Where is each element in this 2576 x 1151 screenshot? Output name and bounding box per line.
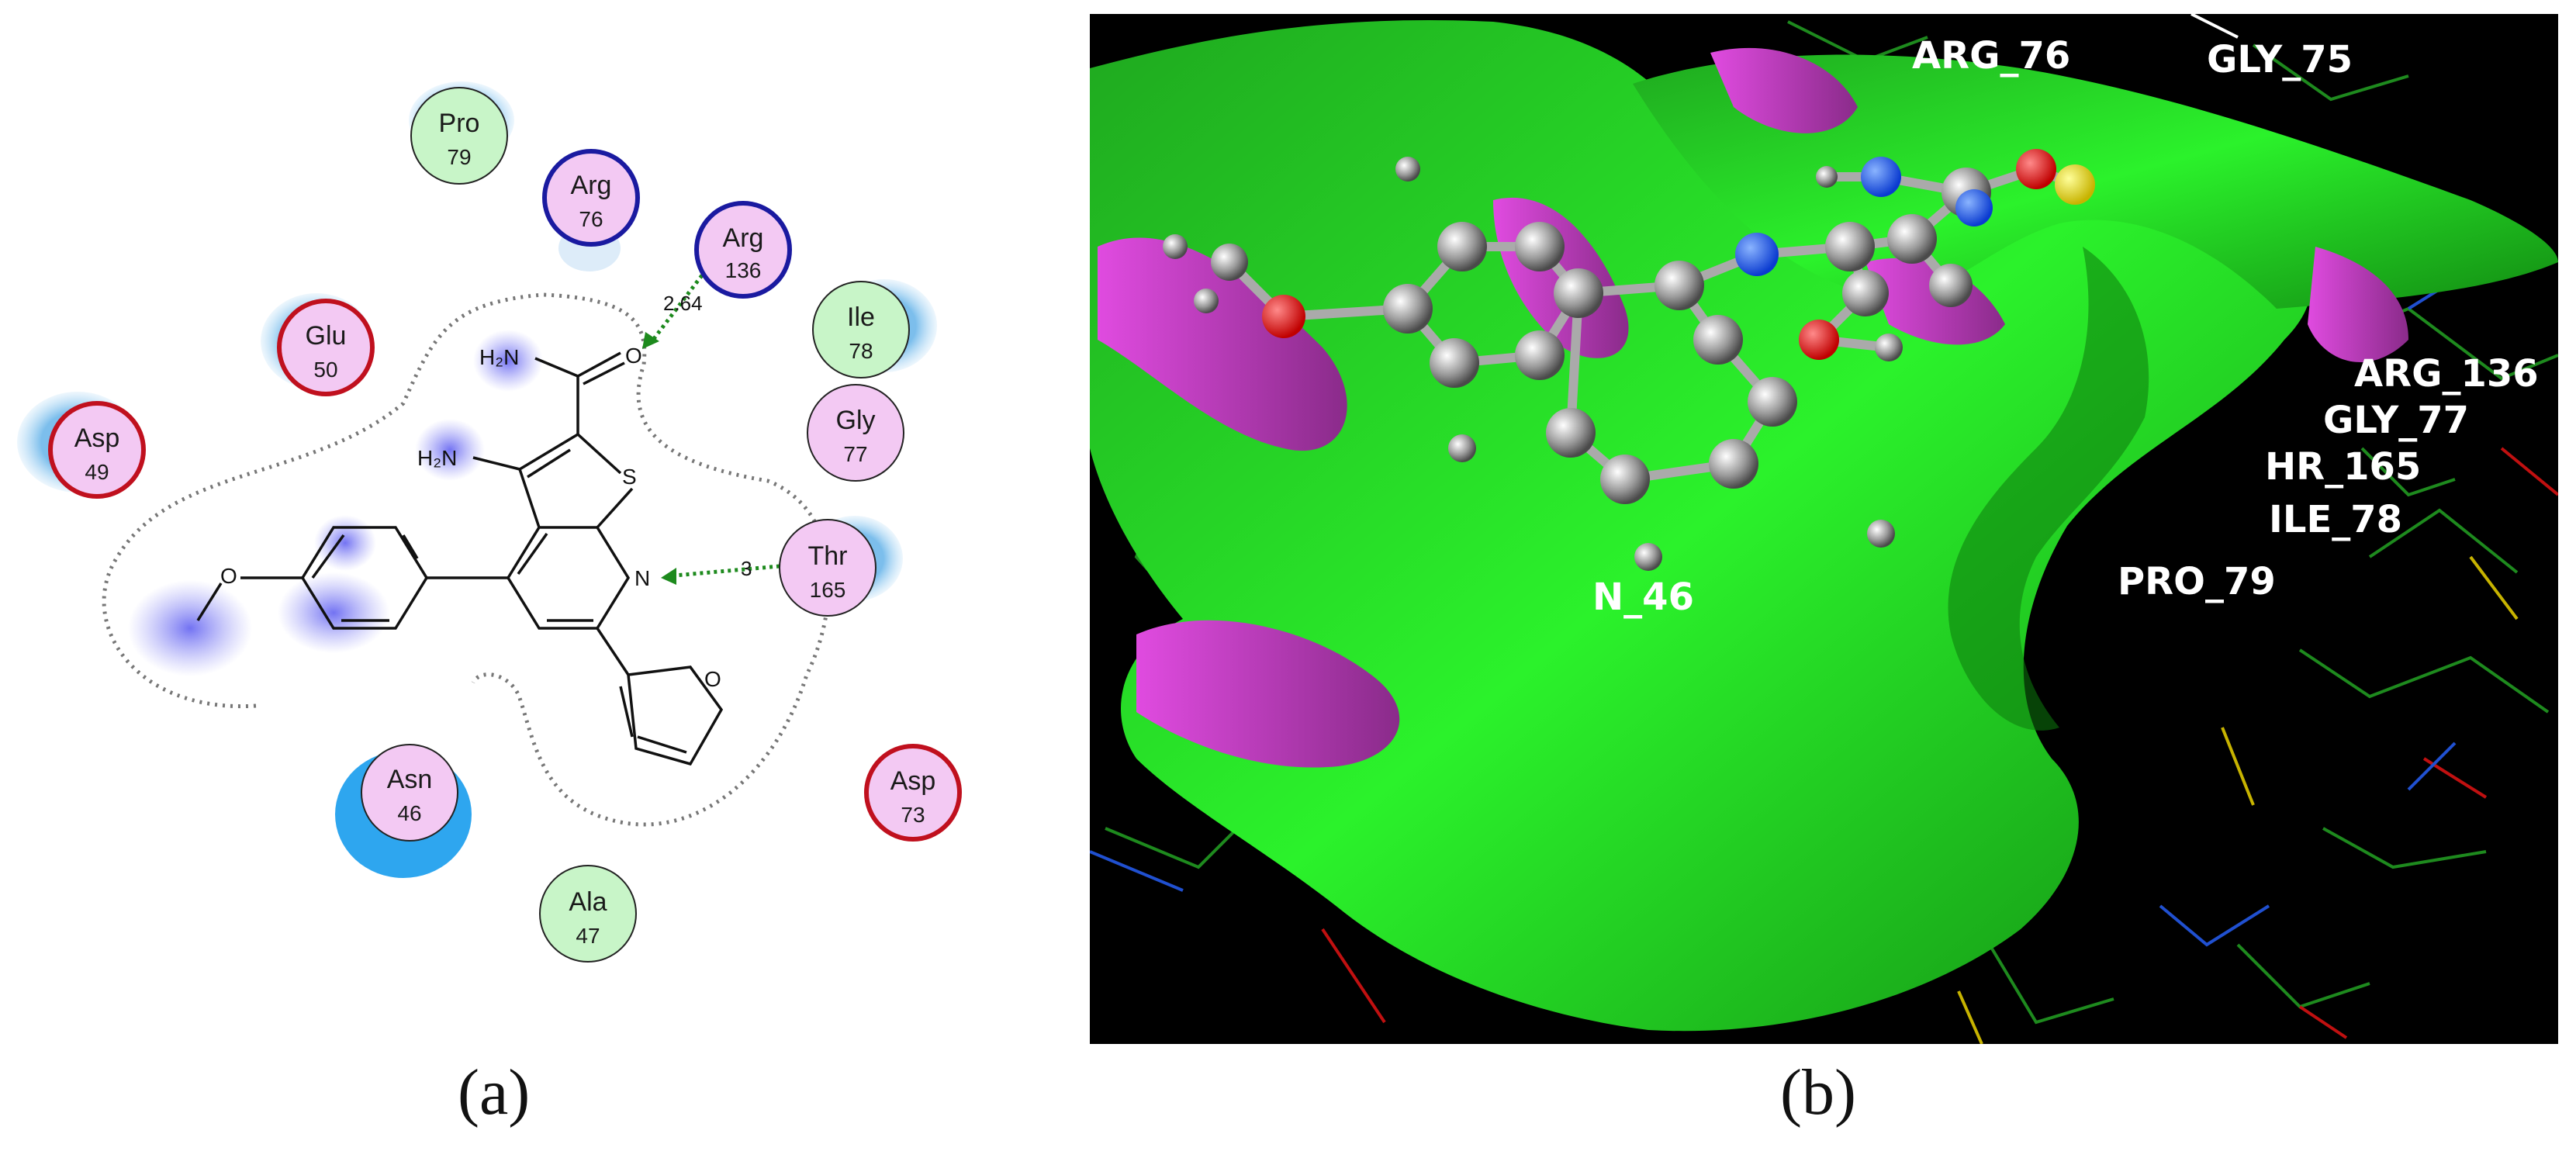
residue-name: Asn <box>387 765 433 794</box>
solvent-halos <box>17 81 937 878</box>
residue-number: 78 <box>849 339 873 363</box>
hbond-distance-label: 2.64 <box>663 292 703 315</box>
ligand-exposure-blobs <box>128 330 543 676</box>
residue-number: 79 <box>447 145 471 169</box>
atom-h2n-amine: H₂N <box>417 446 457 470</box>
label-thr165: HR_165 <box>2265 445 2421 489</box>
residue-pro79: Pro 79 <box>410 87 508 185</box>
ligand-structure <box>196 351 724 766</box>
residue-name: Arg <box>571 171 612 200</box>
residue-number: 50 <box>313 358 337 382</box>
residue-name: Ile <box>847 302 875 332</box>
caption-a: (a) <box>458 1056 531 1129</box>
residue-gly77: Gly 77 <box>807 384 904 482</box>
residue-name: Arg <box>723 223 764 253</box>
residue-asn46: Asn 46 <box>361 744 458 842</box>
label-pro79: PRO_79 <box>2118 560 2276 603</box>
residue-number: 49 <box>85 460 109 484</box>
residue-number: 47 <box>576 924 600 948</box>
atom-n: N <box>634 566 650 590</box>
residue-asp73: Asp 73 <box>864 744 962 842</box>
residue-name: Pro <box>439 109 480 138</box>
interaction-diagram-svg: H₂N O H₂N S N O O 2.64 3 Pro 79 Arg 76 A… <box>17 81 962 963</box>
label-arg136: ARG_136 <box>2354 352 2539 396</box>
residue-labels-3d: ARG_76 GLY_75 ARG_136 GLY_77 HR_165 ILE_… <box>1592 34 2539 619</box>
residue-ile78: Ile 78 <box>812 281 910 378</box>
residue-name: Ala <box>569 887 607 917</box>
atom-s: S <box>622 465 637 489</box>
hbond-arg136: 2.64 <box>642 274 704 349</box>
label-arg76: ARG_76 <box>1912 34 2070 78</box>
atom-o-furan: O <box>704 667 721 691</box>
atom-h2n-amide: H₂N <box>479 345 519 369</box>
hbond-thr165: 3 <box>661 557 780 585</box>
residue-arg136: Arg 136 <box>694 201 792 299</box>
label-asn46: N_46 <box>1592 576 1694 619</box>
binding-pocket-3d: ARG_76 GLY_75 ARG_136 GLY_77 HR_165 ILE_… <box>1090 14 2558 1044</box>
residue-name: Glu <box>306 321 347 351</box>
residue-name: Asp <box>890 766 936 796</box>
residue-name: Asp <box>74 423 120 453</box>
residue-name: Thr <box>808 541 848 571</box>
residue-number: 46 <box>397 801 421 825</box>
residue-thr165: Thr 165 <box>779 519 877 617</box>
label-ile78: ILE_78 <box>2269 498 2402 541</box>
label-gly75: GLY_75 <box>2207 38 2353 81</box>
hbond-distance-label: 3 <box>741 557 752 580</box>
residue-arg76: Arg 76 <box>542 149 640 247</box>
atom-o-methoxy: O <box>220 564 237 588</box>
ligand-atoms <box>1163 149 2095 571</box>
residue-number: 76 <box>579 207 603 231</box>
residue-number: 165 <box>810 578 846 602</box>
residue-number: 73 <box>901 803 925 827</box>
interaction-diagram-2d: H₂N O H₂N S N O O 2.64 3 Pro 79 Arg 76 A… <box>0 0 1070 1055</box>
residue-name: Gly <box>836 406 876 435</box>
caption-b: (b) <box>1780 1056 1856 1129</box>
pocket-contour <box>102 292 832 827</box>
residue-glu50: Glu 50 <box>277 299 375 396</box>
residue-ala47: Ala 47 <box>539 865 637 963</box>
residue-number: 77 <box>843 442 867 466</box>
binding-pocket-svg: ARG_76 GLY_75 ARG_136 GLY_77 HR_165 ILE_… <box>1090 14 2558 1044</box>
label-gly77: GLY_77 <box>2323 399 2469 442</box>
residue-asp49: Asp 49 <box>48 401 146 499</box>
atom-o-amide: O <box>625 344 642 368</box>
residue-number: 136 <box>725 258 762 282</box>
